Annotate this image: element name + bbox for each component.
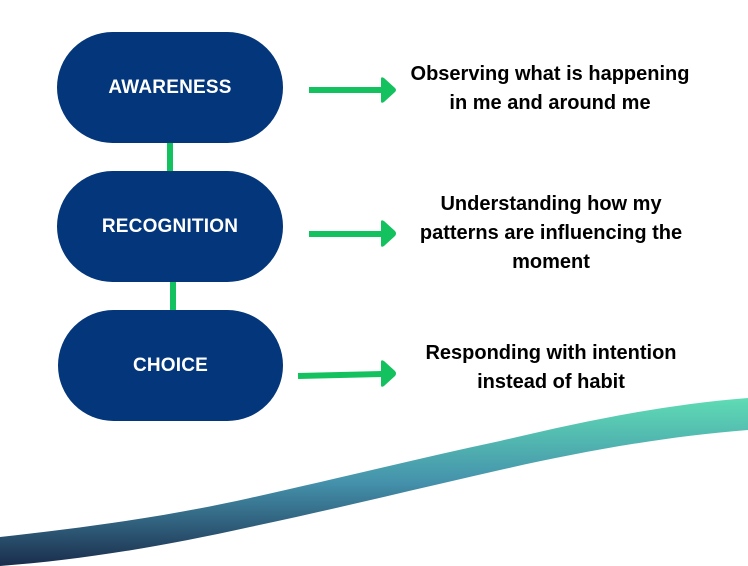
description-line: in me and around me [449, 92, 651, 114]
step-description-recognition: Understanding how my patterns are influe… [386, 190, 716, 277]
step-label: RECOGNITION [101, 215, 239, 237]
step-description-choice: Responding with intention instead of hab… [386, 339, 716, 397]
step-recognition: RECOGNITION [57, 171, 283, 282]
step-description-awareness: Observing what is happening in me and ar… [385, 60, 715, 118]
connector-line [167, 142, 173, 172]
description-line: patterns are influencing the [419, 222, 683, 244]
description-line: Observing what is happening [410, 63, 690, 85]
connector-line [170, 281, 176, 311]
description-line: moment [512, 251, 590, 273]
description-line: instead of habit [477, 371, 625, 393]
step-label: CHOICE [132, 354, 209, 376]
step-awareness: AWARENESS [57, 32, 283, 143]
description-line: Responding with intention [425, 342, 677, 364]
step-label: AWARENESS [108, 76, 232, 98]
wave-band [0, 398, 748, 566]
description-line: Understanding how my [440, 193, 662, 215]
step-choice: CHOICE [58, 310, 283, 421]
